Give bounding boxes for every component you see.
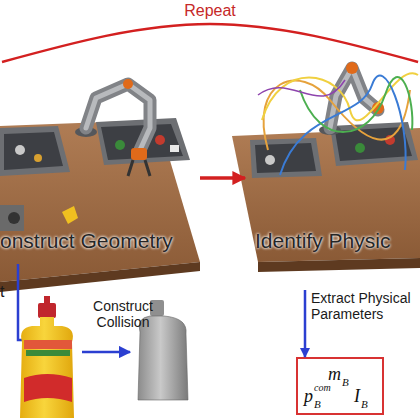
table-top (0, 120, 200, 282)
trajectory (300, 77, 412, 132)
math-symbol: I (354, 387, 360, 405)
camera (0, 205, 24, 231)
camera-lens (8, 212, 20, 224)
panel-title: Identify Physic (255, 230, 390, 251)
step-label: Extract Physical Parameters (311, 290, 416, 322)
math-superscript: com (314, 383, 331, 393)
object (15, 145, 25, 155)
object (115, 140, 125, 150)
robot-arm-highlight (86, 84, 150, 150)
scene-panel: Identify Physic (245, 62, 420, 290)
robot-arm (86, 84, 150, 150)
object (265, 155, 275, 165)
bottle-cap (38, 303, 56, 318)
table-edge (258, 258, 420, 272)
flow-arrow (304, 290, 307, 357)
math-symbol: m (328, 365, 341, 383)
flow-arrow (82, 351, 130, 354)
bin (0, 126, 70, 176)
bottle-label (26, 350, 70, 356)
object (155, 135, 165, 145)
gripper-finger (128, 160, 150, 176)
cropped-text: t (0, 283, 12, 301)
math-subscript: B (314, 399, 321, 410)
parameter-box: mBpBcomIB (296, 357, 384, 415)
panel-title: onstruct Geometry (0, 230, 173, 251)
object (355, 143, 365, 153)
bottle-nozzle (44, 296, 50, 304)
loop-label: Repeat (160, 2, 260, 20)
object (34, 154, 42, 162)
bottle-label (24, 340, 72, 349)
math-subscript: B (361, 399, 368, 410)
robot-joint (346, 62, 358, 74)
bottle-banner (24, 374, 72, 402)
step-label: Construct Collision (78, 298, 168, 330)
gripper (131, 148, 147, 160)
trajectory (258, 80, 345, 96)
mustard-bottle (20, 317, 74, 418)
math-subscript: B (342, 377, 349, 388)
bin-inside (255, 143, 316, 173)
scene-panel: onstruct Geometry (0, 62, 200, 290)
robot-joint (123, 79, 133, 89)
table-top (232, 128, 420, 262)
object (170, 145, 179, 152)
repeat-arc (2, 24, 418, 62)
object (62, 206, 78, 224)
table-edge (0, 262, 200, 292)
flow-arrow (200, 176, 245, 180)
math-symbol: p (304, 387, 313, 405)
bin-inside (4, 132, 63, 170)
